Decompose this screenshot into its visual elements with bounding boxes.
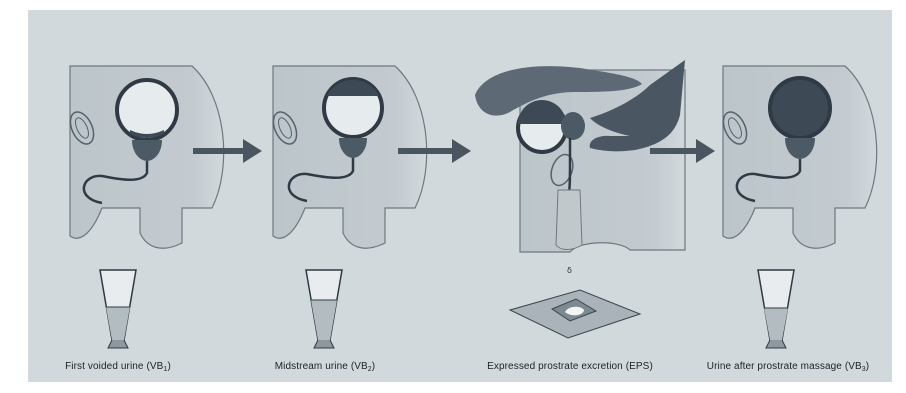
caption-step-2: Midstream urine (VB2) bbox=[250, 361, 400, 377]
drop-label: δ bbox=[567, 266, 572, 275]
specimen-cup-4 bbox=[758, 270, 794, 348]
microscope-slide bbox=[510, 290, 640, 338]
penis bbox=[556, 190, 582, 250]
anatomy-panel-1 bbox=[66, 66, 224, 248]
prostate bbox=[561, 112, 585, 140]
anatomy-panel-2 bbox=[269, 66, 427, 248]
bladder bbox=[770, 78, 830, 138]
specimen-cup-2 bbox=[306, 270, 342, 348]
bladder bbox=[117, 80, 177, 140]
caption-step-4: Urine after prostrate massage (VB3) bbox=[688, 361, 888, 377]
caption-step-3: Expressed prostrate excretion (EPS) bbox=[475, 361, 665, 377]
caption-step-1: First voided urine (VB1) bbox=[38, 361, 198, 377]
anatomy-panel-3 bbox=[475, 60, 685, 252]
specimen-cup-1 bbox=[100, 270, 136, 348]
anatomy-panel-4 bbox=[719, 66, 877, 248]
